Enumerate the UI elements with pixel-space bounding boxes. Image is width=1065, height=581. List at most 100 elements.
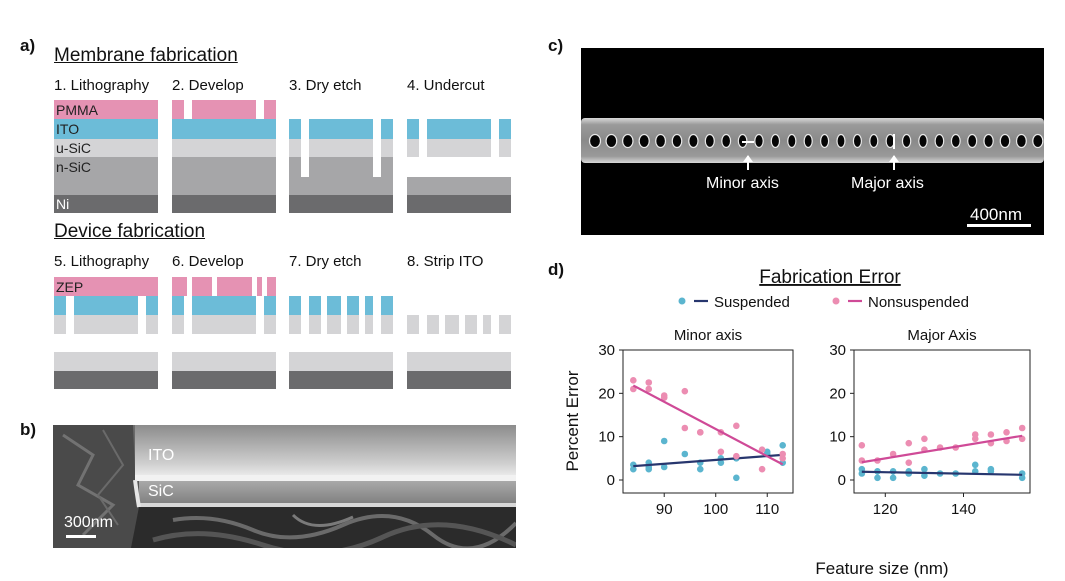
- nonsuspended-fit-line: [861, 434, 1023, 464]
- ni-layer: [289, 195, 393, 213]
- legend-suspended-marker: [678, 297, 686, 305]
- ito-layer: [347, 296, 359, 315]
- step-7-label: 7. Dry etch: [289, 253, 362, 270]
- pmma-label: PMMA: [56, 102, 98, 118]
- suspended-fit-line: [633, 453, 783, 468]
- u-sic-layer: [365, 315, 373, 334]
- nonsuspended-point: [733, 452, 740, 460]
- nonsuspended-point: [889, 450, 897, 458]
- nonsuspended-point: [987, 431, 995, 438]
- crystal-hole: [770, 133, 781, 149]
- scale-bar-label-c: 400nm: [970, 205, 1022, 224]
- legend-nonsuspended-marker: [832, 297, 840, 305]
- step-8-label: 8. Strip ITO: [407, 253, 484, 270]
- u-sic-layer: [309, 315, 321, 334]
- crystal-hole: [754, 133, 764, 149]
- u-sic-layer: [445, 315, 459, 334]
- nonsuspended-point: [758, 446, 766, 453]
- pmma-layer: [264, 100, 276, 119]
- crystal-hole: [671, 133, 683, 149]
- suspended-point: [660, 463, 668, 471]
- zep-label: ZEP: [56, 279, 84, 295]
- crystal-hole: [688, 133, 699, 149]
- nonsuspended-point: [645, 379, 653, 386]
- nonsuspended-point: [905, 459, 913, 466]
- suspended-point: [874, 474, 881, 482]
- u-sic-layer: [74, 315, 138, 334]
- panel-label-a: a): [20, 36, 36, 55]
- step-5-label: 5. Lithography: [54, 253, 150, 270]
- ito-layer: [54, 296, 66, 315]
- nonsuspended-point: [681, 424, 689, 432]
- legend-nonsuspended-label: Nonsuspended: [868, 294, 969, 311]
- nonsuspended-point: [1018, 424, 1026, 432]
- crystal-hole: [622, 133, 634, 149]
- crystal-hole: [803, 133, 813, 149]
- ito-layer: [264, 296, 276, 315]
- ito-layer-label: ITO: [148, 447, 175, 464]
- suspended-point: [696, 465, 704, 473]
- nonsuspended-point: [858, 442, 866, 449]
- ni-layer: [54, 195, 158, 213]
- u-sic-layer: [172, 315, 184, 334]
- u-sic-layer: [264, 315, 276, 334]
- suspended-point: [763, 448, 771, 456]
- crystal-hole: [721, 133, 732, 149]
- crystal-hole: [967, 133, 978, 149]
- step-1-label: 1. Lithography: [54, 77, 150, 94]
- x-tick-label: 120: [873, 501, 898, 518]
- substrate-layer: [289, 352, 393, 371]
- pmma-layer: [192, 100, 256, 119]
- y-tick-label: 20: [598, 385, 615, 402]
- u-sic-layer: [499, 139, 511, 157]
- ito-layer: [172, 119, 276, 139]
- y-tick-label: 30: [598, 342, 615, 359]
- panel-label-c: c): [548, 36, 564, 55]
- nonsuspended-point: [779, 450, 786, 458]
- n-sic-label: n-SiC: [56, 159, 92, 175]
- u-sic-layer: [407, 315, 419, 334]
- u-sic-layer: [289, 139, 301, 157]
- y-tick-label: 0: [607, 472, 615, 489]
- suspended-point: [1018, 474, 1026, 482]
- crystal-hole: [655, 133, 667, 149]
- u-sic-layer: [465, 315, 477, 334]
- n-sic-layer: [381, 157, 393, 177]
- scale-bar-b: [66, 535, 96, 538]
- sic-layer-label: SiC: [148, 483, 174, 500]
- ito-layer: [54, 119, 158, 139]
- step-3-label: 3. Dry etch: [289, 77, 362, 94]
- ito-layer: [289, 119, 301, 139]
- crystal-hole: [605, 133, 618, 149]
- nonsuspended-point: [717, 448, 725, 456]
- u-sic-layer: [172, 139, 276, 157]
- u-sic-layer: [381, 315, 393, 334]
- substrate-layer: [407, 352, 511, 371]
- ito-layer: [309, 119, 373, 139]
- crystal-hole: [918, 133, 928, 149]
- crystal-hole: [1015, 133, 1027, 149]
- ito-label: ITO: [56, 121, 80, 137]
- cross-section-sem-graphic: [53, 425, 516, 548]
- crystal-hole: [1032, 133, 1044, 149]
- cross-section-sem-image: [53, 425, 516, 548]
- legend-suspended-label: Suspended: [714, 294, 790, 311]
- suspended-fit-line: [861, 470, 1023, 476]
- crystal-hole: [588, 133, 602, 149]
- crystal-hole: [983, 133, 994, 149]
- crystal-hole: [852, 133, 863, 149]
- x-tick-label: 110: [755, 501, 779, 518]
- step-4-label: 4. Undercut: [407, 77, 485, 94]
- suspended-point: [987, 468, 995, 475]
- u-sic-layer: [347, 315, 359, 334]
- panel-label-d: d): [548, 260, 565, 279]
- u-sic-layer: [192, 315, 256, 334]
- subplot-frame-minor: [622, 349, 794, 494]
- suspended-point: [681, 450, 689, 458]
- nonsuspended-point: [905, 439, 913, 447]
- crystal-hole: [819, 133, 830, 149]
- photonic-crystal-sem-image: [581, 48, 1044, 235]
- suspended-point: [921, 465, 928, 473]
- ni-label: Ni: [56, 196, 70, 212]
- crystal-hole: [950, 133, 961, 149]
